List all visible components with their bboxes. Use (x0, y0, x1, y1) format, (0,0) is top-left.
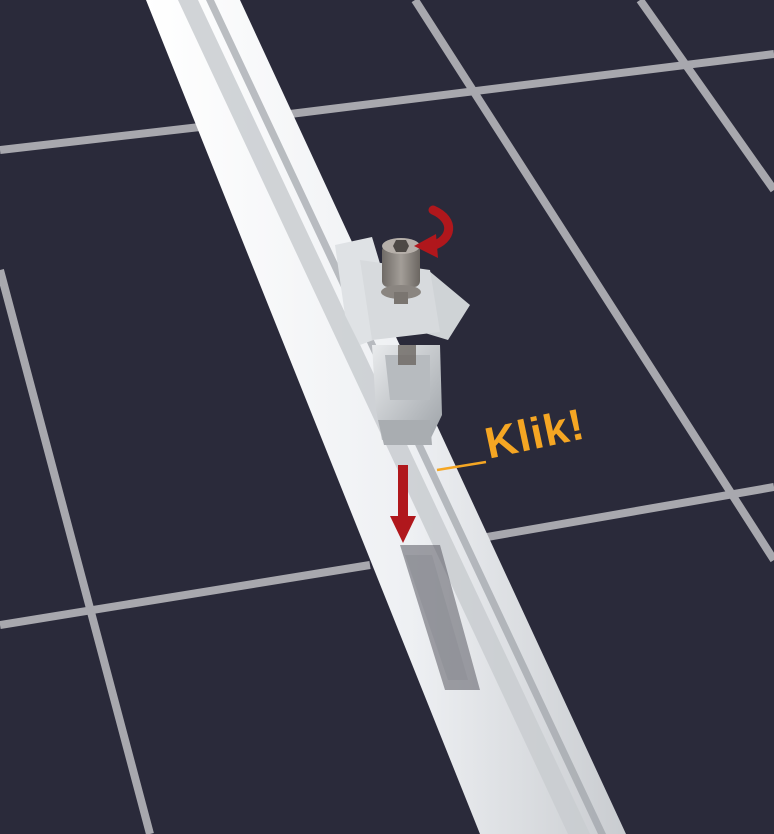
hex-bolt (381, 238, 421, 304)
hex-socket (393, 240, 409, 252)
clamp-foot (378, 420, 432, 445)
